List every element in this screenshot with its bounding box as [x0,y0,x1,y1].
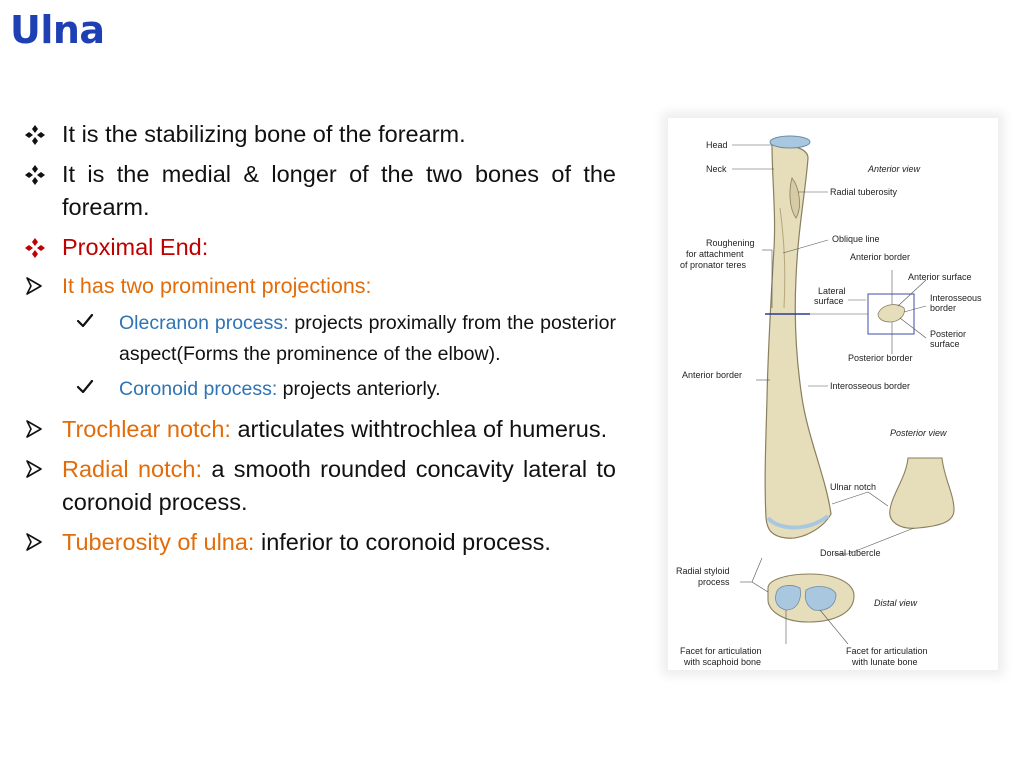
distal-cartilage [766,514,830,530]
arrow-bullet-icon [24,526,44,561]
label-facet-lunate-2: with lunate bone [851,657,918,667]
definition: a smooth rounded concavity lateral to co… [62,456,616,515]
label-anterior-surface: Anterior surface [908,272,972,282]
lunate-facet [804,586,837,611]
label-radial-styloid-2: process [698,577,730,587]
leader-lines [732,144,927,645]
radial-head-cartilage [769,135,811,149]
list-item: Trochlear notch: articulates withtrochle… [24,413,616,446]
label-head: Head [706,140,728,150]
list-item: Proximal End: [24,231,616,264]
label-roughening-2: for attachment [686,249,744,259]
label-lateral-surface-1: Lateral [818,286,846,296]
label-interosseous-box-2: border [930,303,956,313]
radial-tuberosity [789,177,800,219]
label-anterior-border-left: Anterior border [682,370,742,380]
definition: projects anteriorly. [277,378,441,400]
diamond-bullet-icon [24,158,46,195]
label-facet-scaphoid-2: with scaphoid bone [683,657,761,667]
label-dorsal-tubercle: Dorsal tubercle [820,548,881,558]
list-item: It is the stabilizing bone of the forear… [24,118,616,151]
posterior-distal-radius [889,457,955,529]
list-item-text: It is the medial & longer of the two bon… [62,161,616,220]
radius-illustration: Head Neck Anterior view Radial tuberosit… [668,118,998,670]
checkmark-bullet-icon [76,374,94,406]
section-heading: Proximal End: [62,234,209,260]
cross-section-box [867,293,915,335]
list-item: Tuberosity of ulna: inferior to coronoid… [24,526,616,559]
label-neck: Neck [706,164,727,174]
list-item: Radial notch: a smooth rounded concavity… [24,453,616,519]
definition: inferior to coronoid process. [254,529,551,555]
arrow-bullet-icon [24,271,44,304]
label-distal-view: Distal view [874,598,918,608]
label-ulnar-notch: Ulnar notch [830,482,876,492]
term: Trochlear notch: [62,416,231,442]
diamond-bullet-icon [24,231,46,268]
scaphoid-facet [775,585,801,611]
list-item: Coronoid process: projects anteriorly. [24,374,616,405]
label-lateral-surface-2: surface [814,296,844,306]
label-oblique-line: Oblique line [832,234,880,244]
label-roughening-1: Roughening [706,238,755,248]
arrow-bullet-icon [24,453,44,488]
label-facet-lunate-1: Facet for articulation [846,646,928,656]
subheading: It has two prominent projections: [62,274,372,298]
label-interosseous-box-1: Interosseous [930,293,982,303]
label-radial-styloid-1: Radial styloid [676,566,730,576]
list-item-text: It is the stabilizing bone of the forear… [62,121,466,147]
label-posterior-surface-2: surface [930,339,960,349]
oblique-line [779,207,786,309]
term: Radial notch: [62,456,202,482]
list-item: It is the medial & longer of the two bon… [24,158,616,224]
label-anterior-view: Anterior view [867,164,921,174]
label-posterior-surface-1: Posterior [930,329,966,339]
radius-diagram: Head Neck Anterior view Radial tuberosit… [676,135,982,667]
term: Tuberosity of ulna: [62,529,255,555]
checkmark-bullet-icon [76,308,94,340]
label-radial-tuberosity: Radial tuberosity [830,187,898,197]
definition: articulates withtrochlea of humerus. [230,416,608,442]
label-interosseous-border: Interosseous border [830,381,910,391]
label-anterior-border-top: Anterior border [850,252,910,262]
list-item: Olecranon process: projects proximally f… [24,308,616,370]
term: Olecranon process: [119,312,289,334]
term: Coronoid process: [119,378,278,400]
label-roughening-3: of pronator teres [680,260,747,270]
diamond-bullet-icon [24,118,46,155]
label-posterior-border: Posterior border [848,353,913,363]
cross-section-shape [877,304,905,323]
label-facet-scaphoid-1: Facet for articulation [680,646,762,656]
list-item: It has two prominent projections: [24,271,616,301]
radius-shaft [764,143,832,539]
bullet-list: It is the stabilizing bone of the forear… [24,118,616,566]
slide-title: Ulna [10,8,105,52]
label-posterior-view: Posterior view [890,428,947,438]
definition: projects proximally from the posterior a… [119,312,616,365]
arrow-bullet-icon [24,413,44,448]
